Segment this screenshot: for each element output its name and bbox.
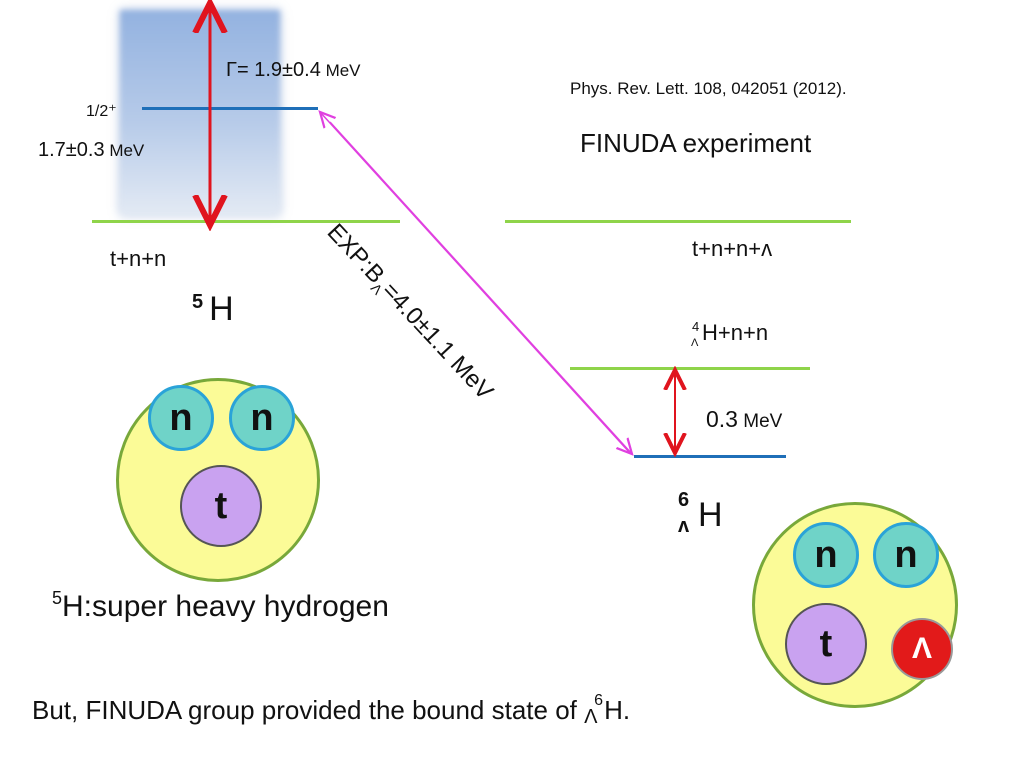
h6l-bound-level-line <box>634 455 786 458</box>
resonance-energy-label: 1.7±0.3 MeV <box>38 140 144 160</box>
gamma-unit: MeV <box>320 61 361 80</box>
gamma-value: Γ= 1.9±0.4 <box>226 59 321 81</box>
h6l-lambda: Λ <box>891 618 953 680</box>
bound-state-sub: Λ <box>584 706 598 728</box>
h6l-triton: t <box>785 603 867 685</box>
bound-state-h: H. <box>604 695 631 725</box>
h5-neutron-1: n <box>148 385 214 451</box>
h5-triton: t <box>180 465 262 547</box>
super-heavy-sup: 5 <box>52 588 63 608</box>
binding-arrow-down <box>329 121 632 454</box>
gamma-width-label: Γ= 1.9±0.4 MeV <box>226 60 361 80</box>
super-heavy-hydrogen-caption: 5H:super heavy hydrogen <box>52 589 389 623</box>
h4l-nn-threshold-line <box>570 367 810 370</box>
h4l-nn-text: H+n+n <box>702 320 769 345</box>
tnn-label: t+n+n <box>110 246 167 271</box>
spin-parity-label: 1/2⁺ <box>86 103 117 120</box>
resonance-energy-value: 1.7±0.3 <box>38 139 105 161</box>
tnnl-label: t+n+n+ʌ <box>692 236 773 261</box>
h6l-symbol: H <box>698 496 723 534</box>
finuda-experiment-title: FINUDA experiment <box>580 128 812 158</box>
super-heavy-text: H:super heavy hydrogen <box>62 590 389 623</box>
gap-unit: MeV <box>737 411 783 432</box>
h4l-lambda-sub: Λ <box>691 337 699 349</box>
h6l-lambda-sub: ʌ <box>678 515 690 537</box>
h6l-neutron-2: n <box>873 522 939 588</box>
reference-citation: Phys. Rev. Lett. 108, 042051 (2012). <box>570 79 847 98</box>
h5-neutron-2: n <box>229 385 295 451</box>
h6l-neutron-1: n <box>793 522 859 588</box>
bound-state-text: But, FINUDA group provided the bound sta… <box>32 695 585 725</box>
h6l-mass-number: 6 <box>678 489 690 511</box>
resonance-width-band <box>120 10 280 215</box>
gap-energy-label: 0.3 MeV <box>706 406 783 432</box>
resonance-energy-unit: MeV <box>104 141 145 160</box>
h5-symbol: H <box>209 290 234 328</box>
h5-resonance-level-line <box>142 107 318 110</box>
gap-value: 0.3 <box>706 406 738 432</box>
h5-mass-number: 5 <box>192 291 204 313</box>
tnn-threshold-line <box>92 220 400 223</box>
h4l-mass-number: 4 <box>692 319 700 334</box>
tnnl-threshold-line <box>505 220 851 223</box>
finuda-bound-state-caption: But, FINUDA group provided the bound sta… <box>32 693 631 728</box>
bound-state-sup: 6 <box>594 692 604 709</box>
